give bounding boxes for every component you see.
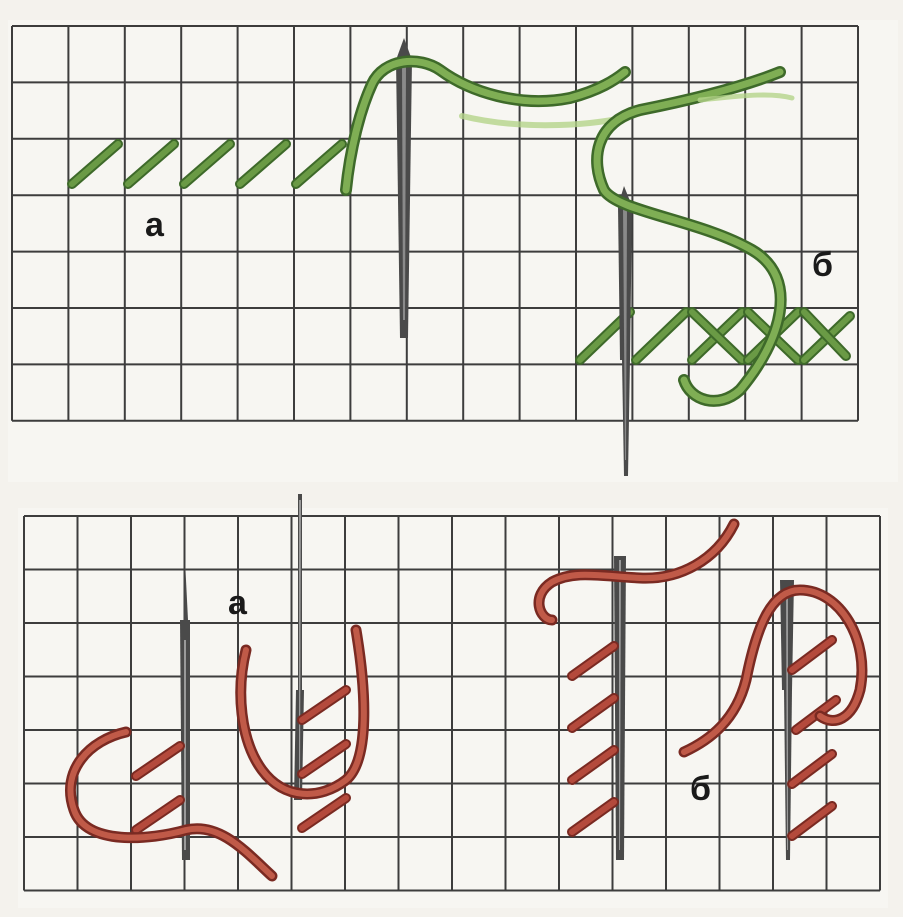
top-half-stitches [72,144,342,184]
label-a-bottom: а [228,586,247,620]
label-b-top: б [812,248,833,282]
needle-bottom-left-2 [294,494,304,800]
green-stitch [128,144,174,184]
green-stitch [184,144,230,184]
needle-bottom-right-1 [614,556,626,860]
needle-bottom-right-2 [780,580,794,860]
label-a-top: а [145,208,164,242]
green-stitch [72,144,118,184]
green-stitch [296,144,342,184]
needle-top-left [396,38,412,338]
needle-top-right [618,186,632,476]
red-thread-b-1 [539,524,734,620]
label-b-bottom: б [690,772,711,806]
needle-bottom-left-1 [180,560,190,860]
green-stitch [240,144,286,184]
